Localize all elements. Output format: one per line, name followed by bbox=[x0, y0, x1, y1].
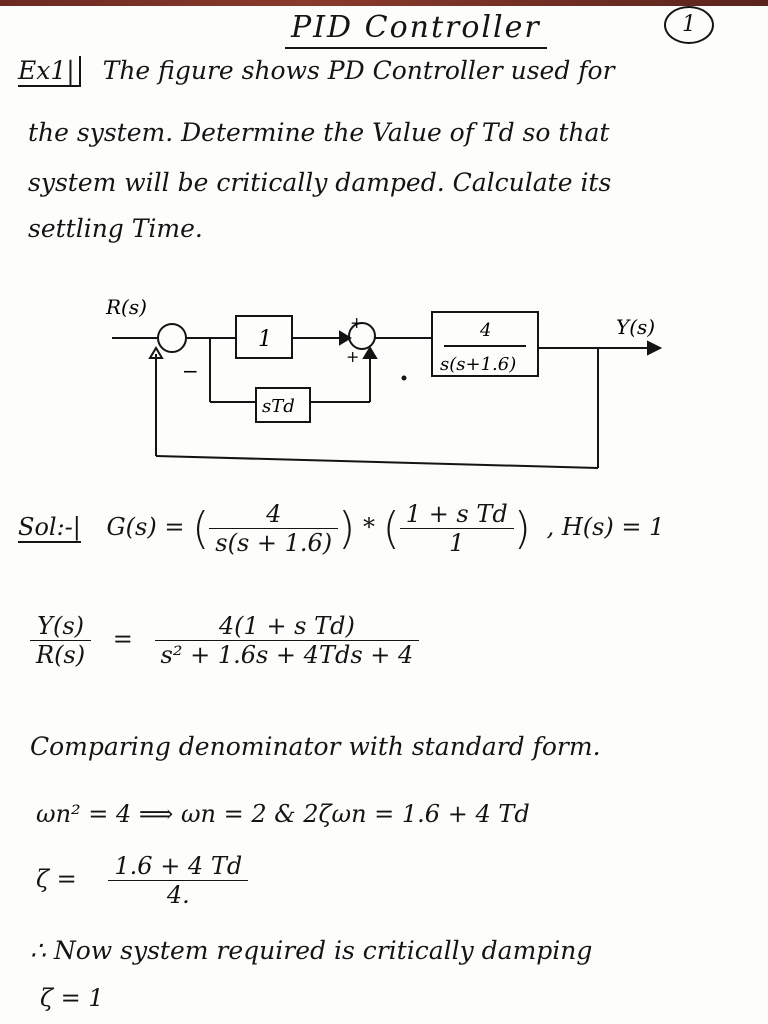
comparing-line: Comparing denominator with standard form… bbox=[30, 732, 601, 761]
transfer-function-line: Y(s)R(s) = 4(1 + s Td)s² + 1.6s + 4Tds +… bbox=[30, 612, 420, 669]
tf-lhs: Y(s)R(s) bbox=[30, 612, 92, 669]
derivative-block bbox=[255, 387, 311, 423]
zeta-one: ζ = 1 bbox=[40, 984, 104, 1012]
input-label: R(s) bbox=[105, 295, 147, 319]
summing-junction-2 bbox=[348, 322, 376, 350]
page-title: PID Controller bbox=[285, 10, 547, 49]
now-line: ∴ Now system required is critically damp… bbox=[30, 936, 593, 965]
problem-text-1: The figure shows PD Controller used for bbox=[102, 56, 615, 85]
wn-line: ωn² = 4 ⟹ ωn = 2 & 2ζωn = 1.6 + 4 Td bbox=[36, 800, 530, 828]
g-lhs: G(s) = bbox=[106, 513, 185, 541]
plus-sign-bottom: + bbox=[346, 347, 359, 366]
h-value: , H(s) = 1 bbox=[546, 513, 665, 541]
solution-label: Sol:-| bbox=[18, 513, 81, 543]
output-label: Y(s) bbox=[616, 315, 655, 339]
problem-line-3: system will be critically damped. Calcul… bbox=[28, 168, 612, 197]
plant-denominator: s(s+1.6) bbox=[440, 354, 516, 375]
gain-value: 1 bbox=[258, 327, 272, 352]
problem-line-4: settling Time. bbox=[28, 214, 203, 243]
page-top-edge bbox=[0, 0, 768, 6]
example-label: Ex1| bbox=[18, 56, 81, 87]
summing-junction-1 bbox=[157, 323, 187, 353]
problem-line-2: the system. Determine the Value of Td so… bbox=[28, 118, 610, 147]
derivative-value: sTd bbox=[262, 396, 295, 417]
plant-numerator: 4 bbox=[479, 320, 491, 341]
times-sign: * bbox=[362, 513, 375, 541]
plant-block bbox=[431, 311, 539, 377]
minus-sign: − bbox=[182, 359, 199, 383]
problem-line-1: Ex1| The figure shows PD Controller used… bbox=[18, 56, 615, 87]
page-number: 1 bbox=[664, 6, 714, 44]
plus-sign-top: + bbox=[350, 313, 363, 332]
tf-rhs: 4(1 + s Td)s² + 1.6s + 4Tds + 4 bbox=[154, 612, 420, 669]
block-diagram: R(s) Y(s) 1 sTd 4 s(s+1.6) − + + bbox=[105, 295, 663, 469]
